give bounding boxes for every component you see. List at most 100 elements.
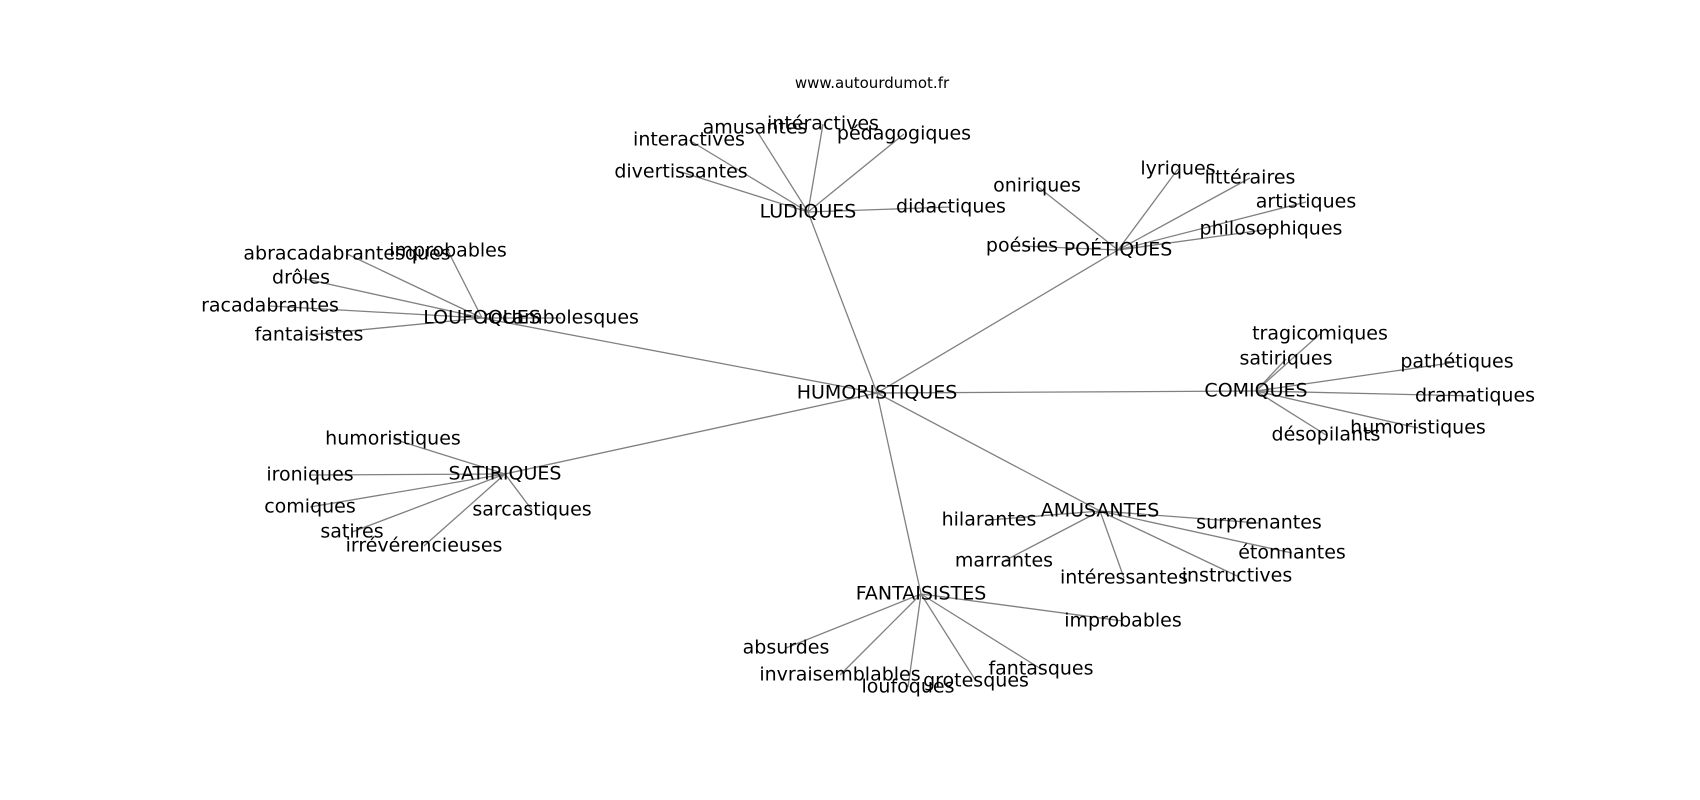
leaf-node[interactable]: rocambolesques [483, 306, 639, 329]
leaf-node[interactable]: désopilants [1271, 423, 1381, 446]
leaf-node[interactable]: loufoques [861, 675, 955, 698]
leaf-node[interactable]: littéraires [1204, 166, 1296, 189]
leaf-node[interactable]: fantaisistes [254, 323, 364, 346]
edge-6-3 [907, 593, 922, 688]
edge-3-2 [1255, 361, 1458, 392]
branch-node[interactable]: LUDIQUES [759, 200, 857, 223]
leaf-node[interactable]: philosophiques [1199, 217, 1343, 240]
edge-5-4 [1099, 510, 1125, 579]
edge-6-4 [920, 593, 977, 682]
leaf-node[interactable]: intéractives [767, 112, 879, 135]
edge-5-1 [1099, 510, 1260, 524]
edge-1-2 [1117, 177, 1251, 251]
edge-0-4 [680, 171, 809, 213]
edge-root-6 [876, 392, 922, 595]
branch-node[interactable]: LOUFOQUES [423, 306, 541, 329]
edge-1-1 [1117, 168, 1179, 251]
leaf-node[interactable]: ironiques [266, 463, 354, 486]
leaf-node[interactable]: improbables [389, 239, 507, 262]
edge-4-4 [423, 473, 506, 547]
leaf-node[interactable]: instructives [1181, 564, 1293, 587]
leaf-node[interactable]: grotesques [923, 669, 1029, 692]
edge-root-4 [504, 392, 878, 475]
edge-0-2 [688, 139, 809, 213]
edge-1-4 [1117, 228, 1272, 251]
leaf-node[interactable]: pédagogiques [836, 122, 972, 145]
edge-1-3 [1117, 201, 1307, 251]
edge-root-1 [876, 249, 1119, 394]
edge-6-5 [920, 593, 1042, 670]
leaf-node[interactable]: fantasques [988, 657, 1094, 680]
edge-5-2 [1099, 510, 1293, 554]
edge-5-3 [1003, 510, 1101, 562]
leaf-node[interactable]: étonnantes [1238, 541, 1346, 564]
edge-5-0 [988, 510, 1101, 521]
root-node[interactable]: HUMORISTIQUES [796, 381, 958, 404]
edge-root-0 [807, 211, 878, 394]
leaf-node[interactable]: amusantes [702, 116, 808, 139]
leaf-node[interactable]: invraisemblables [759, 663, 921, 686]
leaf-node[interactable]: sarcastiques [472, 498, 592, 521]
leaf-node[interactable]: intéressantes [1059, 566, 1189, 589]
leaf-node[interactable]: tragicomiques [1252, 322, 1388, 345]
leaf-node[interactable]: irrévérencieuses [345, 534, 503, 557]
edge-0-3 [807, 133, 905, 213]
leaf-node[interactable]: humoristiques [1350, 416, 1486, 439]
leaf-node[interactable]: satires [320, 520, 384, 543]
site-watermark[interactable]: www.autourdumot.fr [794, 74, 950, 92]
leaf-node[interactable]: didactiques [896, 195, 1006, 218]
edge-6-2 [839, 593, 922, 676]
edge-4-3 [351, 473, 506, 533]
edge-4-5 [504, 473, 533, 511]
edge-3-0 [1255, 333, 1321, 392]
leaf-node[interactable]: humoristiques [325, 427, 461, 450]
edge-2-0 [346, 253, 483, 319]
edge-5-5 [1099, 510, 1238, 577]
leaf-node[interactable]: hilarantes [941, 508, 1037, 531]
leaf-node[interactable]: improbables [1064, 609, 1182, 632]
leaf-node[interactable]: artistiques [1255, 190, 1357, 213]
leaf-node[interactable]: absurdes [742, 636, 830, 659]
leaf-node[interactable]: interactives [633, 128, 745, 151]
branch-node[interactable]: FANTAISISTES [855, 582, 987, 605]
leaf-node[interactable]: satiriques [1239, 347, 1333, 370]
edge-3-1 [1255, 358, 1287, 392]
leaf-node[interactable]: poésies [985, 234, 1059, 257]
edge-0-1 [807, 123, 824, 213]
edge-1-0 [1036, 185, 1119, 251]
edge-root-3 [876, 390, 1257, 394]
edge-root-2 [481, 317, 878, 394]
edge-2-3 [269, 305, 483, 319]
leaf-node[interactable]: racadabrantes [201, 294, 339, 317]
leaf-node[interactable]: marrantes [954, 549, 1054, 572]
edge-6-1 [785, 593, 922, 649]
leaf-node[interactable]: oniriques [993, 174, 1081, 197]
branch-node[interactable]: COMIQUES [1204, 379, 1308, 402]
edge-0-5 [807, 206, 952, 213]
leaf-node[interactable]: abracadabrantesques [243, 242, 451, 265]
leaf-node[interactable]: pathétiques [1400, 350, 1514, 373]
edge-4-2 [309, 473, 506, 508]
leaf-node[interactable]: divertissantes [614, 160, 748, 183]
leaf-node[interactable]: comiques [264, 495, 356, 518]
edge-1-5 [1021, 245, 1119, 251]
leaf-node[interactable]: dramatiques [1414, 384, 1536, 407]
edge-3-5 [1255, 390, 1327, 436]
branch-node[interactable]: AMUSANTES [1040, 499, 1160, 522]
leaf-node[interactable]: lyriques [1140, 157, 1216, 180]
edge-2-4 [308, 317, 483, 336]
edge-6-0 [920, 593, 1124, 622]
edge-4-0 [392, 438, 506, 475]
edge-0-0 [754, 127, 809, 213]
edge-4-1 [309, 473, 506, 476]
edge-2-2 [300, 277, 483, 319]
branch-node[interactable]: SATIRIQUES [448, 462, 562, 485]
edge-3-4 [1255, 390, 1419, 429]
leaf-node[interactable]: surprenantes [1196, 511, 1322, 534]
edge-root-5 [876, 392, 1101, 512]
edge-3-3 [1255, 390, 1476, 397]
leaf-node[interactable]: drôles [272, 266, 330, 289]
branch-node[interactable]: POÉTIQUES [1063, 238, 1173, 261]
